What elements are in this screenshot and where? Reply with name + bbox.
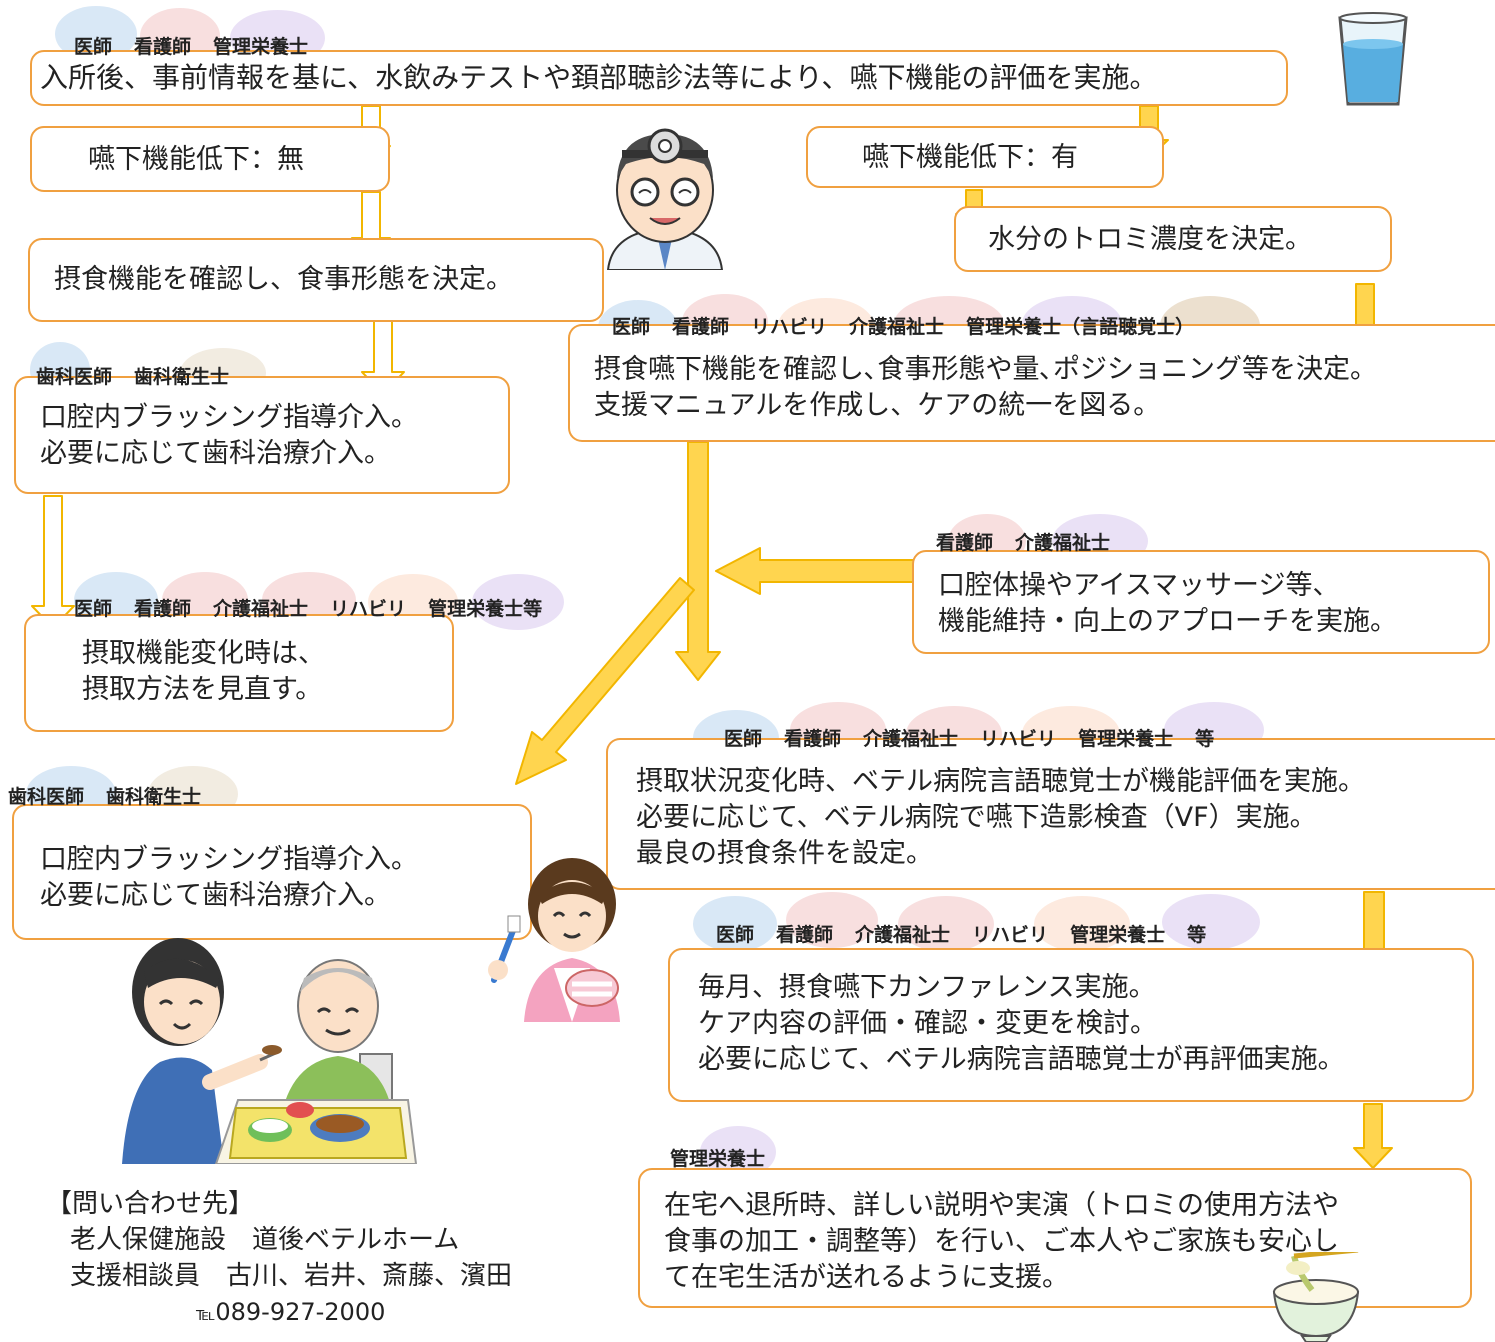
role-label: 医師 (74, 598, 113, 620)
role-blob (786, 892, 878, 948)
role-label: 管理栄養士 (1070, 924, 1166, 946)
role-blob (693, 896, 777, 952)
arrow (515, 577, 695, 785)
role-blob (1034, 896, 1130, 952)
role-label: 看護師 (776, 924, 834, 946)
box-text: 摂取状況変化時、ベテル病院言語聴覚士が機能評価を実施。 必要に応じて、ベテル病院… (636, 766, 1365, 869)
role-label: リハビリ (972, 924, 1049, 946)
box-text: 嚥下機能低下：有 (862, 142, 1078, 173)
role-label: 歯科医師 (36, 366, 113, 388)
contact-phone: ℡089-927-2000 (46, 1294, 512, 1333)
arrow (1353, 1103, 1393, 1169)
role-label: 等 (1187, 924, 1207, 946)
role-label: 医師 (74, 36, 113, 58)
dental-hygienist-icon (488, 858, 620, 1022)
dysphagia-box: 嚥下機能低下：有 (806, 126, 1164, 188)
oral-care-box-2: 口腔内ブラッシング指導介入。 必要に応じて歯科治療介入。 (12, 804, 532, 940)
role-label: 歯科医師 (8, 786, 85, 808)
role-blob (472, 574, 564, 630)
role-label: 管理栄養士（言語聴覚士） (966, 316, 1195, 338)
role-blob (898, 896, 994, 952)
box-text: 口腔内ブラッシング指導介入。 必要に応じて歯科治療介入。 (40, 402, 418, 469)
role-labels: 医師看護師介護福祉士リハビリ管理栄養士等 (74, 594, 564, 621)
box-text: 摂食嚥下機能を確認し､食事形態や量､ポジショニング等を決定。 支援マニュアルを作… (594, 354, 1377, 421)
role-label: リハビリ (751, 316, 828, 338)
role-labels: 歯科医師歯科衛生士 (36, 362, 251, 389)
role-label: 看護師 (936, 532, 994, 554)
role-labels: 医師看護師管理栄養士 (74, 32, 330, 59)
box-text: 口腔内ブラッシング指導介入。 必要に応じて歯科治療介入。 (40, 844, 418, 911)
role-label: 管理栄養士 (213, 36, 309, 58)
role-label: 医師 (612, 316, 651, 338)
contact-staff: 支援相談員 古川、岩井、斎藤、濱田 (70, 1261, 513, 1291)
discharge-support-box: 在宅へ退所時、詳しい説明や実演（トロミの使用方法や 食事の加工・調整等）を行い、… (638, 1168, 1472, 1308)
meal-form-box: 摂食機能を確認し、食事形態を決定。 (28, 238, 604, 322)
role-label: 管理栄養士 (670, 1148, 766, 1170)
evaluation-box: 入所後、事前情報を基に、水飲みテストや頚部聴診法等により、嚥下機能の評価を実施。 (30, 50, 1288, 106)
role-label: 歯科衛生士 (106, 786, 202, 808)
box-text: 摂取機能変化時は、 摂取方法を見直す。 (82, 638, 325, 705)
swallow-plan-box: 摂食嚥下機能を確認し､食事形態や量､ポジショニング等を決定。 支援マニュアルを作… (568, 324, 1495, 442)
role-label: 歯科衛生士 (134, 366, 230, 388)
role-label: 等 (1195, 728, 1215, 750)
role-label: リハビリ (330, 598, 407, 620)
role-label: 看護師 (784, 728, 842, 750)
intake-review-box: 摂取機能変化時は、 摂取方法を見直す。 (24, 614, 454, 732)
box-text: 在宅へ退所時、詳しい説明や実演（トロミの使用方法や 食事の加工・調整等）を行い、… (664, 1190, 1339, 1293)
role-label: 看護師 (134, 598, 192, 620)
contact-heading: 【問い合わせ先】 (46, 1189, 255, 1219)
role-labels: 歯科医師歯科衛生士 (8, 782, 223, 809)
arrow (675, 441, 721, 681)
box-text: 毎月、摂食嚥下カンファレンス実施。 ケア内容の評価・確認・変更を検討。 必要に応… (698, 972, 1345, 1075)
role-label: 介護福祉士 (213, 598, 309, 620)
thickness-box: 水分のトロミ濃度を決定。 (954, 206, 1392, 272)
role-labels: 看護師介護福祉士 (936, 528, 1132, 555)
contact-info: 【問い合わせ先】 老人保健施設 道後ベテルホーム 支援相談員 古川、岩井、斎藤、… (46, 1186, 512, 1333)
functional-eval-box: 摂取状況変化時、ベテル病院言語聴覚士が機能評価を実施。 必要に応じて、ベテル病院… (606, 738, 1495, 890)
role-label: 介護福祉士 (863, 728, 959, 750)
oral-exercise-box: 口腔体操やアイスマッサージ等、 機能維持・向上のアプローチを実施。 (912, 550, 1490, 654)
water-glass-icon (1338, 12, 1408, 106)
oral-care-box: 口腔内ブラッシング指導介入。 必要に応じて歯科治療介入。 (14, 376, 510, 494)
doctor-icon (606, 128, 724, 270)
arrow (31, 495, 75, 629)
box-text: 口腔体操やアイスマッサージ等、 機能維持・向上のアプローチを実施。 (938, 570, 1397, 637)
role-label: 管理栄養士 (1078, 728, 1174, 750)
role-label: リハビリ (980, 728, 1057, 750)
role-label: 看護師 (134, 36, 192, 58)
role-label: 医師 (724, 728, 763, 750)
box-text: 嚥下機能低下：無 (88, 144, 304, 175)
role-label: 介護福祉士 (855, 924, 951, 946)
role-labels: 管理栄養士 (670, 1144, 787, 1171)
box-text: 入所後、事前情報を基に、水飲みテストや頚部聴診法等により、嚥下機能の評価を実施。 (40, 61, 1158, 94)
role-label: 看護師 (672, 316, 730, 338)
role-labels: 医師看護師介護福祉士リハビリ管理栄養士等 (716, 920, 1228, 947)
contact-facility: 老人保健施設 道後ベテルホーム (70, 1225, 460, 1255)
caregiver-feeding-icon (122, 938, 418, 1164)
role-blob (1162, 894, 1260, 950)
role-label: 介護福祉士 (849, 316, 945, 338)
tel-symbol: ℡ (196, 1304, 216, 1325)
conference-box: 毎月、摂食嚥下カンファレンス実施。 ケア内容の評価・確認・変更を検討。 必要に応… (668, 948, 1474, 1102)
role-labels: 医師看護師介護福祉士リハビリ管理栄養士等 (724, 724, 1236, 751)
box-text: 摂食機能を確認し、食事形態を決定。 (54, 264, 513, 295)
box-text: 水分のトロミ濃度を決定。 (988, 224, 1312, 255)
arrow (715, 547, 925, 595)
role-label: 医師 (716, 924, 755, 946)
phone-number[interactable]: 089-927-2000 (215, 1298, 386, 1326)
role-labels: 医師看護師リハビリ介護福祉士管理栄養士（言語聴覚士） (612, 312, 1216, 339)
no-dysphagia-box: 嚥下機能低下：無 (30, 126, 390, 192)
role-label: 介護福祉士 (1015, 532, 1111, 554)
role-label: 管理栄養士等 (428, 598, 543, 620)
thickened-food-bowl-icon (1272, 1252, 1360, 1342)
